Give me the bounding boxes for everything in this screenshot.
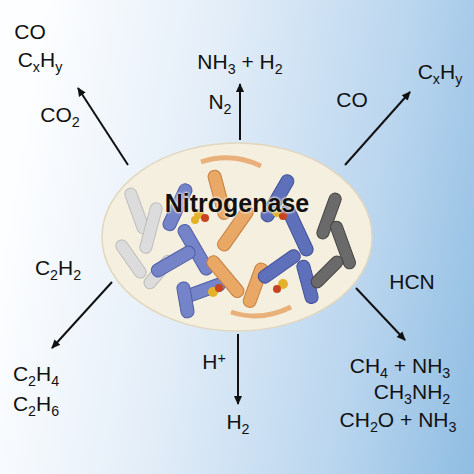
chemical-formula: C2H6 <box>13 391 59 416</box>
label-slot: CxHy <box>18 47 63 72</box>
chemical-formula: CH2O + NH3 <box>340 407 457 432</box>
enzyme-ellipse: Nitrogenase <box>101 142 373 332</box>
chemical-formula: CO <box>336 87 368 112</box>
label-slot: CO <box>14 19 46 44</box>
reaction-arrow <box>78 88 128 165</box>
label-slot: NH3 + H2 <box>197 49 282 74</box>
chemical-formula: CO2 <box>40 102 79 127</box>
cluster-atom <box>191 216 199 224</box>
chemical-formula: H+ <box>202 349 226 374</box>
cluster-atom <box>215 284 223 292</box>
chemical-formula: CH3NH2 <box>374 379 451 404</box>
label-slot: CxHy <box>418 59 463 84</box>
cluster-atom <box>273 285 281 293</box>
chemical-formula: C2H2 <box>35 255 81 280</box>
label-slot: CH2O + NH3 <box>340 407 457 432</box>
label-slot: C2H6 <box>13 391 59 416</box>
chemical-formula: NH3 + H2 <box>197 49 282 74</box>
label-slot: N2 <box>208 89 231 114</box>
reaction-arrow <box>239 84 241 140</box>
label-slot: CO2 <box>40 102 79 127</box>
strand <box>231 307 291 316</box>
chemical-formula: H2 <box>226 409 249 434</box>
chemical-formula: CH4 + NH3 <box>350 353 451 378</box>
chemical-formula: N2 <box>208 89 231 114</box>
protein-structure <box>101 142 373 332</box>
helix <box>138 201 163 254</box>
label-slot: CH4 + NH3 <box>350 353 451 378</box>
label-slot: H+ <box>202 349 226 374</box>
enzyme-name: Nitrogenase <box>165 190 310 332</box>
helix <box>149 244 197 279</box>
orange-subunit <box>201 158 291 316</box>
label-slot: HCN <box>389 269 435 294</box>
label-slot: CO <box>336 87 368 112</box>
helix <box>256 247 303 285</box>
reaction-arrow <box>52 282 112 348</box>
strand <box>201 158 261 166</box>
helix <box>176 281 195 319</box>
helix <box>113 238 148 281</box>
reaction-arrow <box>237 334 239 404</box>
label-slot: C2H2 <box>35 255 81 280</box>
chemical-formula: CxHy <box>18 47 63 72</box>
helix <box>309 254 346 291</box>
chemical-formula: CxHy <box>418 59 463 84</box>
label-slot: CH3NH2 <box>374 379 451 404</box>
chemical-formula: HCN <box>389 269 435 294</box>
metal-clusters <box>191 207 288 297</box>
label-slot: C2H4 <box>13 361 59 386</box>
grey-subunit-right <box>309 191 358 290</box>
chemical-formula: C2H4 <box>13 361 59 386</box>
helix <box>204 253 246 300</box>
reaction-arrow <box>356 288 405 340</box>
label-slot: H2 <box>226 409 249 434</box>
chemical-formula: CO <box>14 19 46 44</box>
ellipse-shape <box>102 143 372 331</box>
